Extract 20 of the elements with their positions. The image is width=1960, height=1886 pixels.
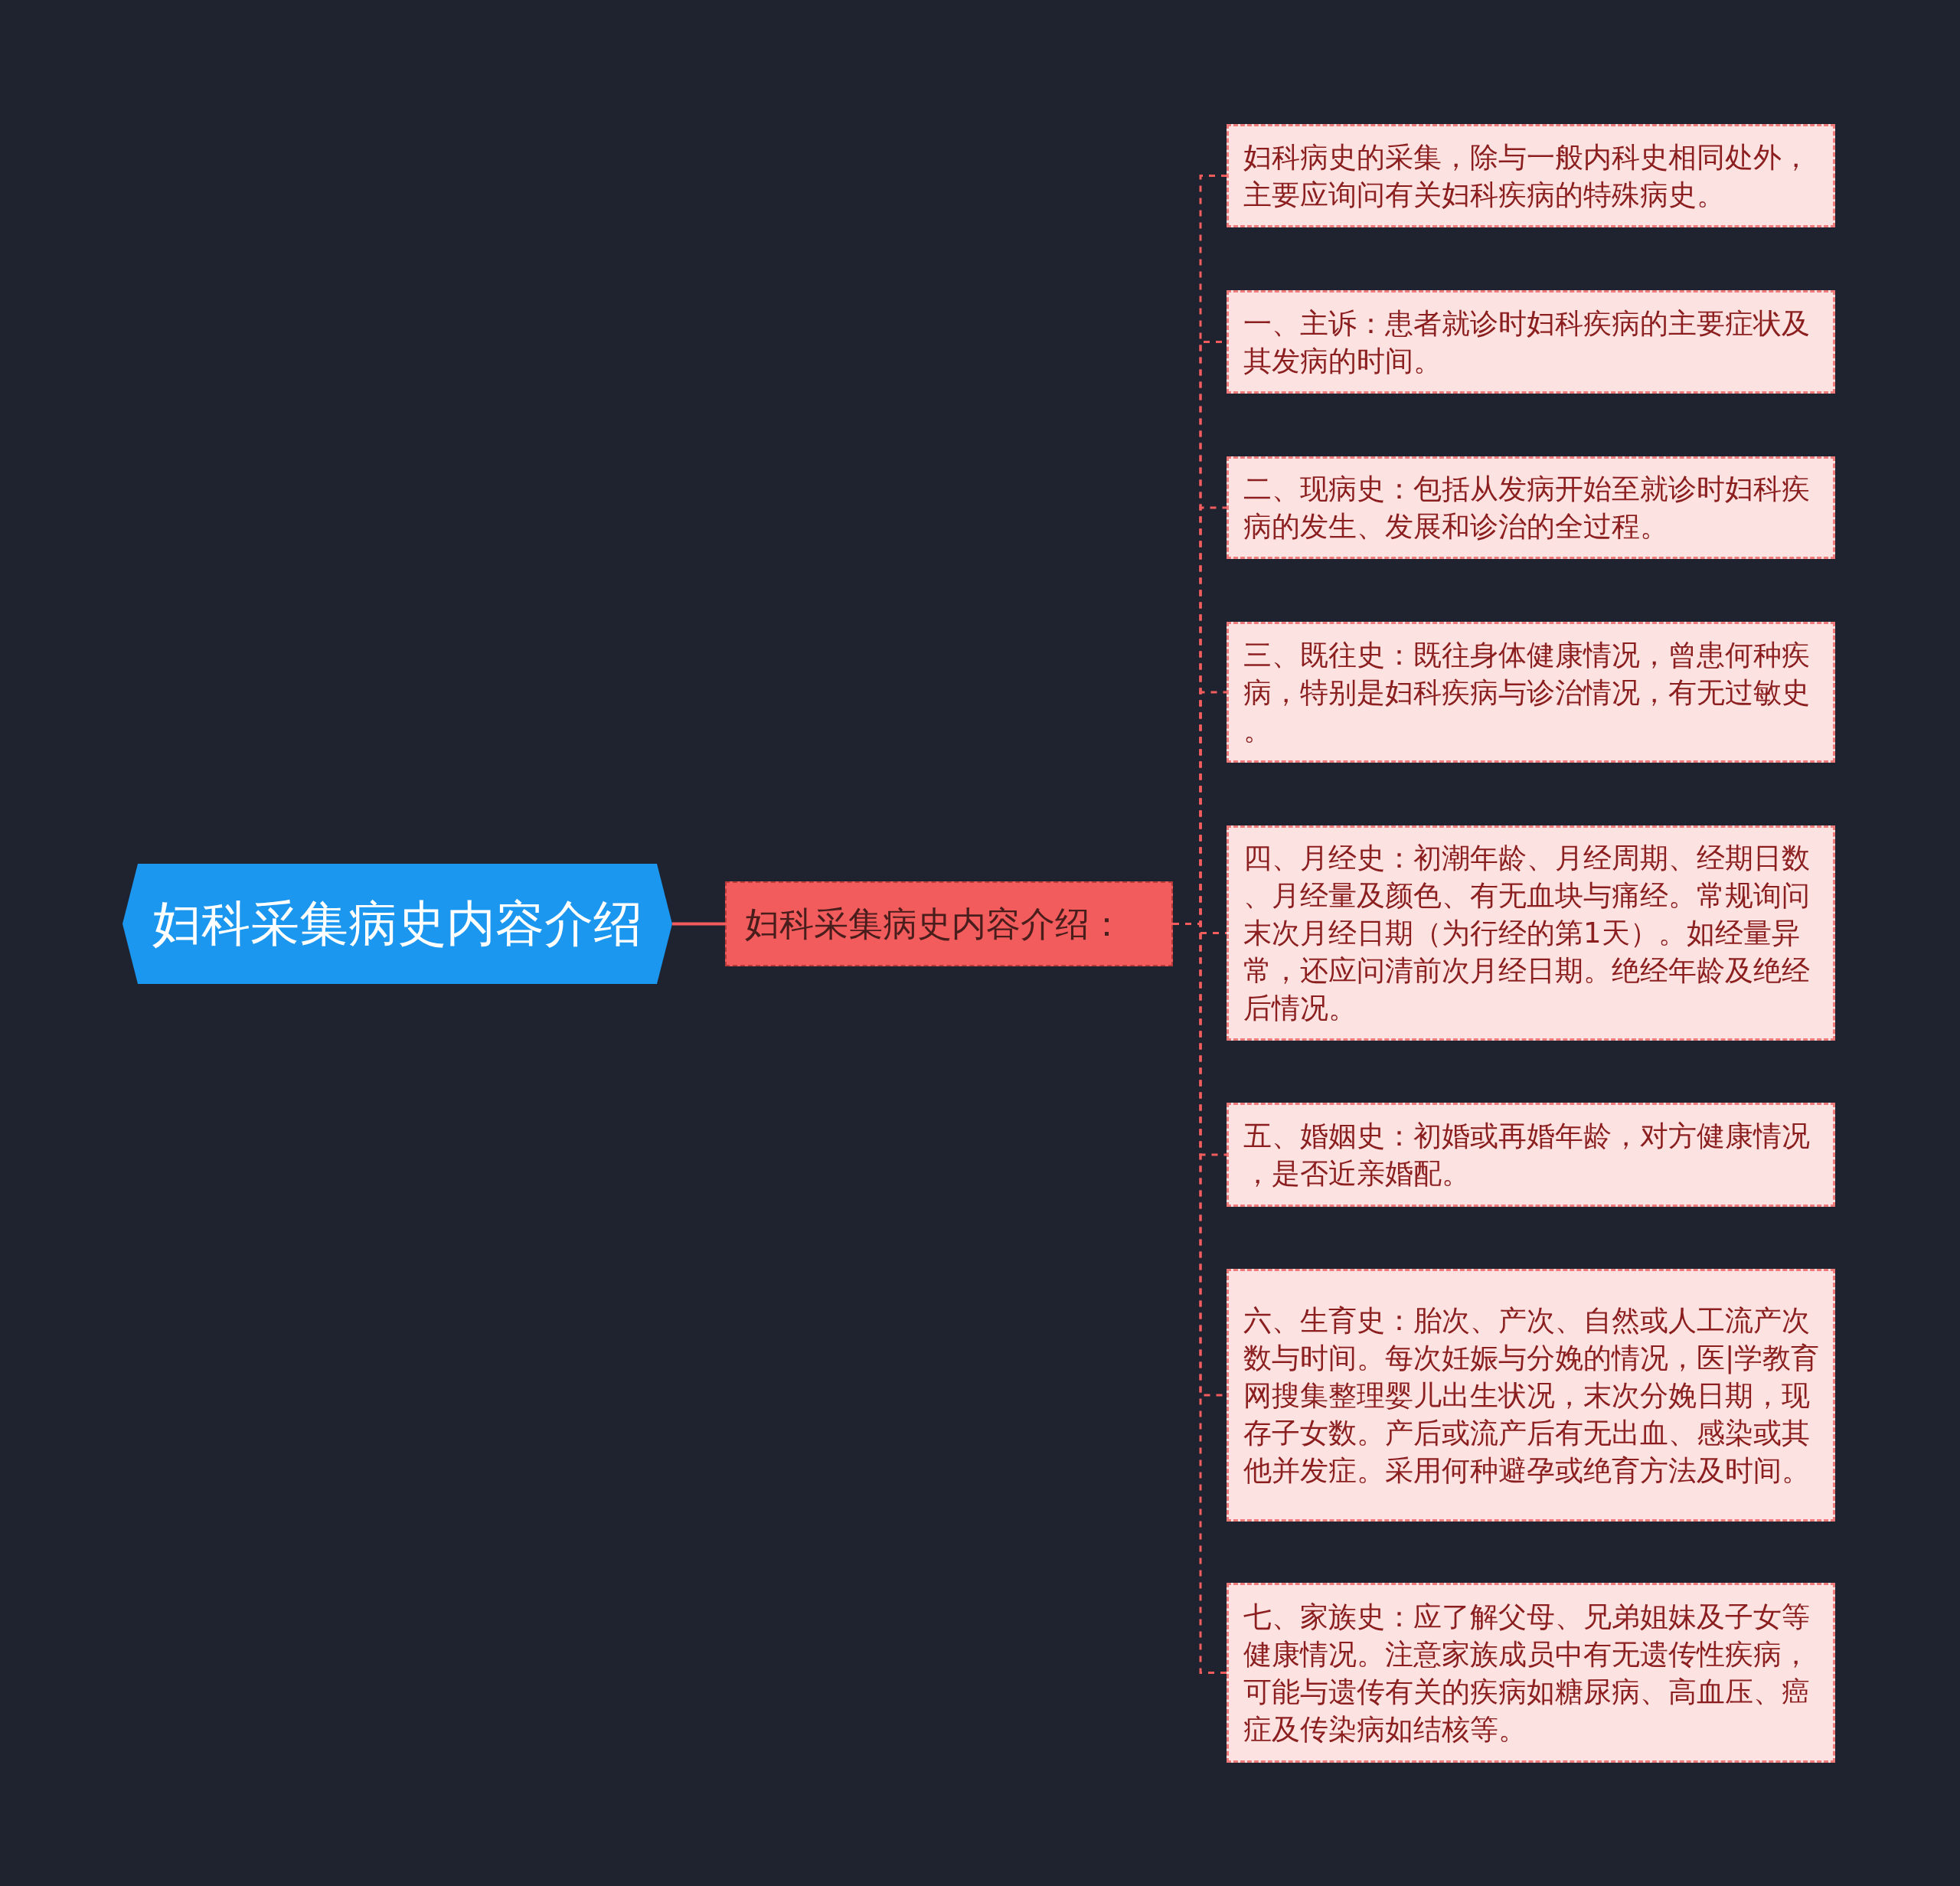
leaf-box bbox=[1227, 622, 1835, 763]
node-text: 七、家族史：应了解父母、兄弟姐妹及子女等健康情况。注意家族成员中有无遗传性疾病，可能与遗传有关的疾病如糖尿病、高血压、癌症及传染病如结核等。 bbox=[1243, 1599, 1811, 1747]
leaf-box bbox=[1227, 825, 1835, 1041]
node-text: 三、既往史：既往身体健康情况，曾患何种疾病，特别是妇科疾病与诊治情况，有无过敏史。 bbox=[1243, 637, 1811, 748]
node-text: 六、生育史：胎次、产次、自然或人工流产次数与时间。每次妊娠与分娩的情况，医|学教育网搜集整理婴儿出生状况，末次分娩日期，现存子女数。产后或流产后有无出血、感染或其他并发症。采用何种避孕或绝育方法及时间。 bbox=[1243, 1303, 1821, 1489]
leaf-box bbox=[1227, 456, 1835, 559]
leaf-box bbox=[1227, 1583, 1835, 1763]
node-text: 妇科采集病史内容介绍： bbox=[745, 902, 1124, 946]
node-text: 五、婚姻史：初婚或再婚年龄，对方健康情况，是否近亲婚配。 bbox=[1243, 1119, 1811, 1191]
leaf-box bbox=[1227, 1103, 1835, 1207]
branch-box bbox=[725, 881, 1173, 966]
leaf-box bbox=[1227, 290, 1835, 394]
node-text: 一、主诉：患者就诊时妇科疾病的主要症状及其发病的时间。 bbox=[1243, 306, 1811, 379]
node-text: 四、月经史：初潮年龄、月经周期、经期日数、月经量及颜色、有无血块与痛经。常规询问末次月经日期（为行经的第1天）。如经量异常，还应问清前次月经日期。绝经年龄及绝经后情况。 bbox=[1243, 841, 1811, 1026]
node-text: 二、现病史：包括从发病开始至就诊时妇科疾病的发生、发展和诊治的全过程。 bbox=[1243, 472, 1811, 544]
node-text: 妇科采集病史内容介绍 bbox=[152, 894, 642, 953]
connector-line bbox=[672, 922, 725, 926]
leaf-box bbox=[1227, 124, 1835, 227]
node-text: 妇科病史的采集，除与一般内科史相同处外，主要应询问有关妇科疾病的特殊病史。 bbox=[1243, 139, 1811, 213]
leaf-box bbox=[1227, 1269, 1835, 1522]
